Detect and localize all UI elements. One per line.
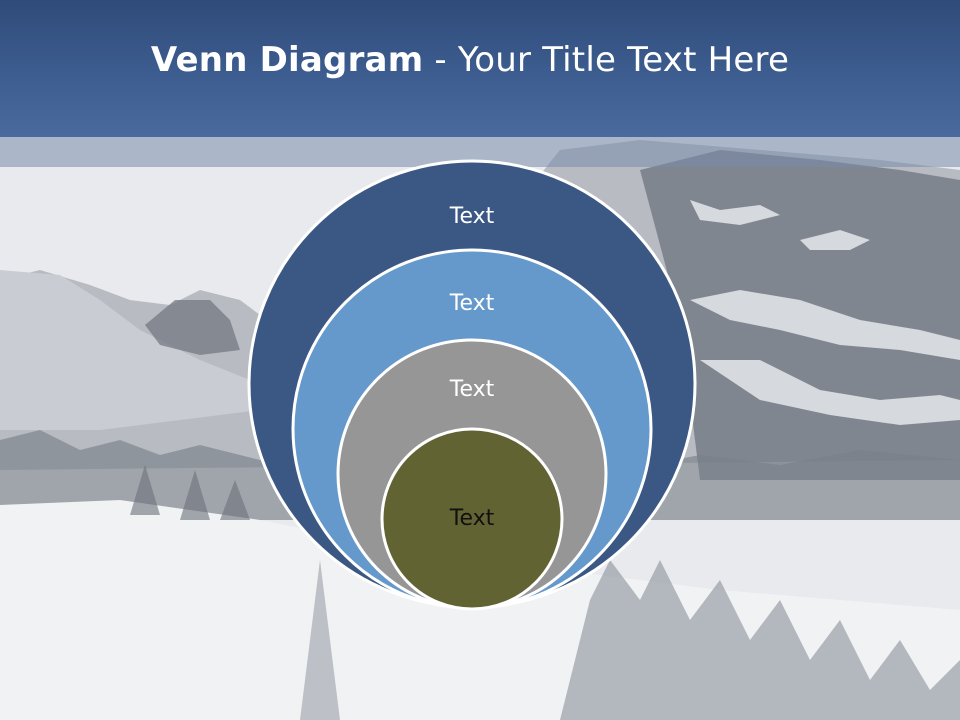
venn-label-2: Text <box>449 291 495 316</box>
title-bar <box>0 0 960 137</box>
title-bold-part: Venn Diagram <box>150 40 424 80</box>
venn-label-3: Text <box>449 377 495 402</box>
slide-title: Venn Diagram - Your Title Text Here <box>0 40 940 80</box>
title-rest-part: - Your Title Text Here <box>423 40 790 80</box>
venn-label-1: Text <box>449 204 495 229</box>
venn-circle-4 <box>380 427 564 611</box>
venn-label-4: Text <box>449 506 495 531</box>
